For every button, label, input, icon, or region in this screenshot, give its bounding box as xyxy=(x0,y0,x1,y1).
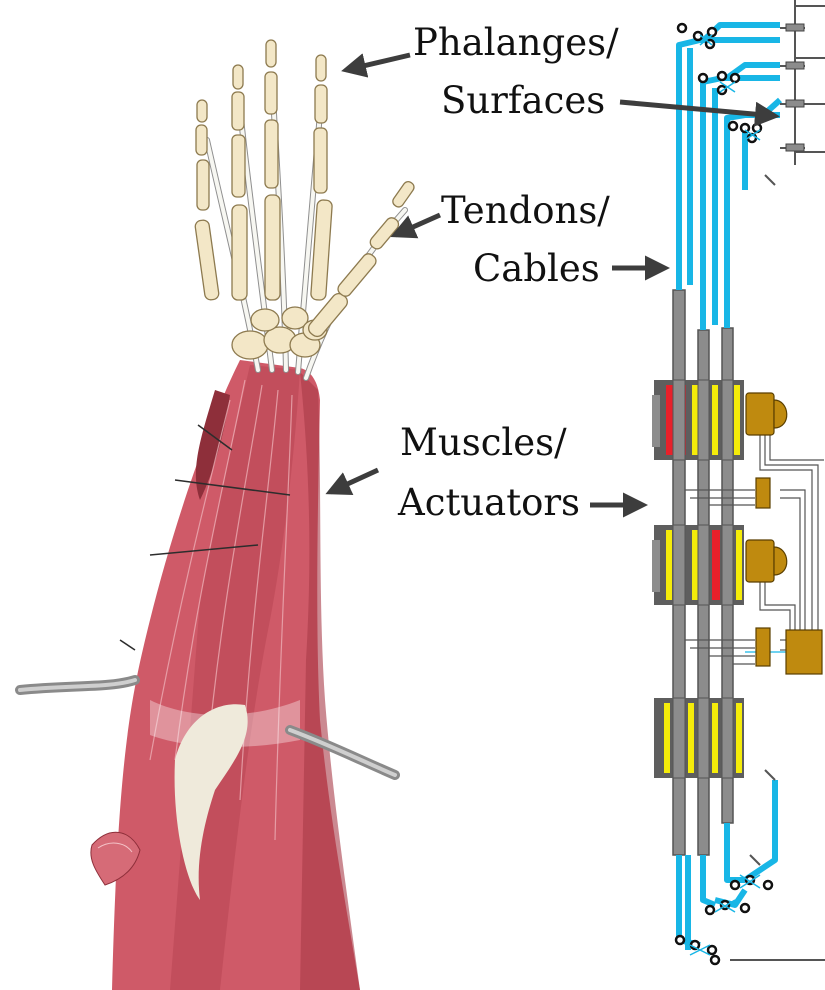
forearm-muscles xyxy=(91,360,360,990)
label-tendons: Tendons/ xyxy=(441,188,610,234)
hand-bones xyxy=(195,40,416,359)
robotic-hand-schematic xyxy=(652,0,825,964)
motor-units xyxy=(746,393,822,674)
label-actuators: Actuators xyxy=(398,480,580,526)
arrow-muscles-to-forearm xyxy=(330,470,378,492)
anatomical-forearm-illustration xyxy=(20,40,416,990)
label-surfaces: Surfaces xyxy=(441,78,605,124)
arrow-surfaces-to-schematic xyxy=(620,102,775,116)
label-phalanges: Phalanges/ xyxy=(413,20,619,66)
cables-top xyxy=(679,25,780,330)
label-muscles: Muscles/ xyxy=(400,420,567,466)
label-cables: Cables xyxy=(473,246,600,292)
arrow-phalanges-to-fingertip xyxy=(346,55,410,70)
